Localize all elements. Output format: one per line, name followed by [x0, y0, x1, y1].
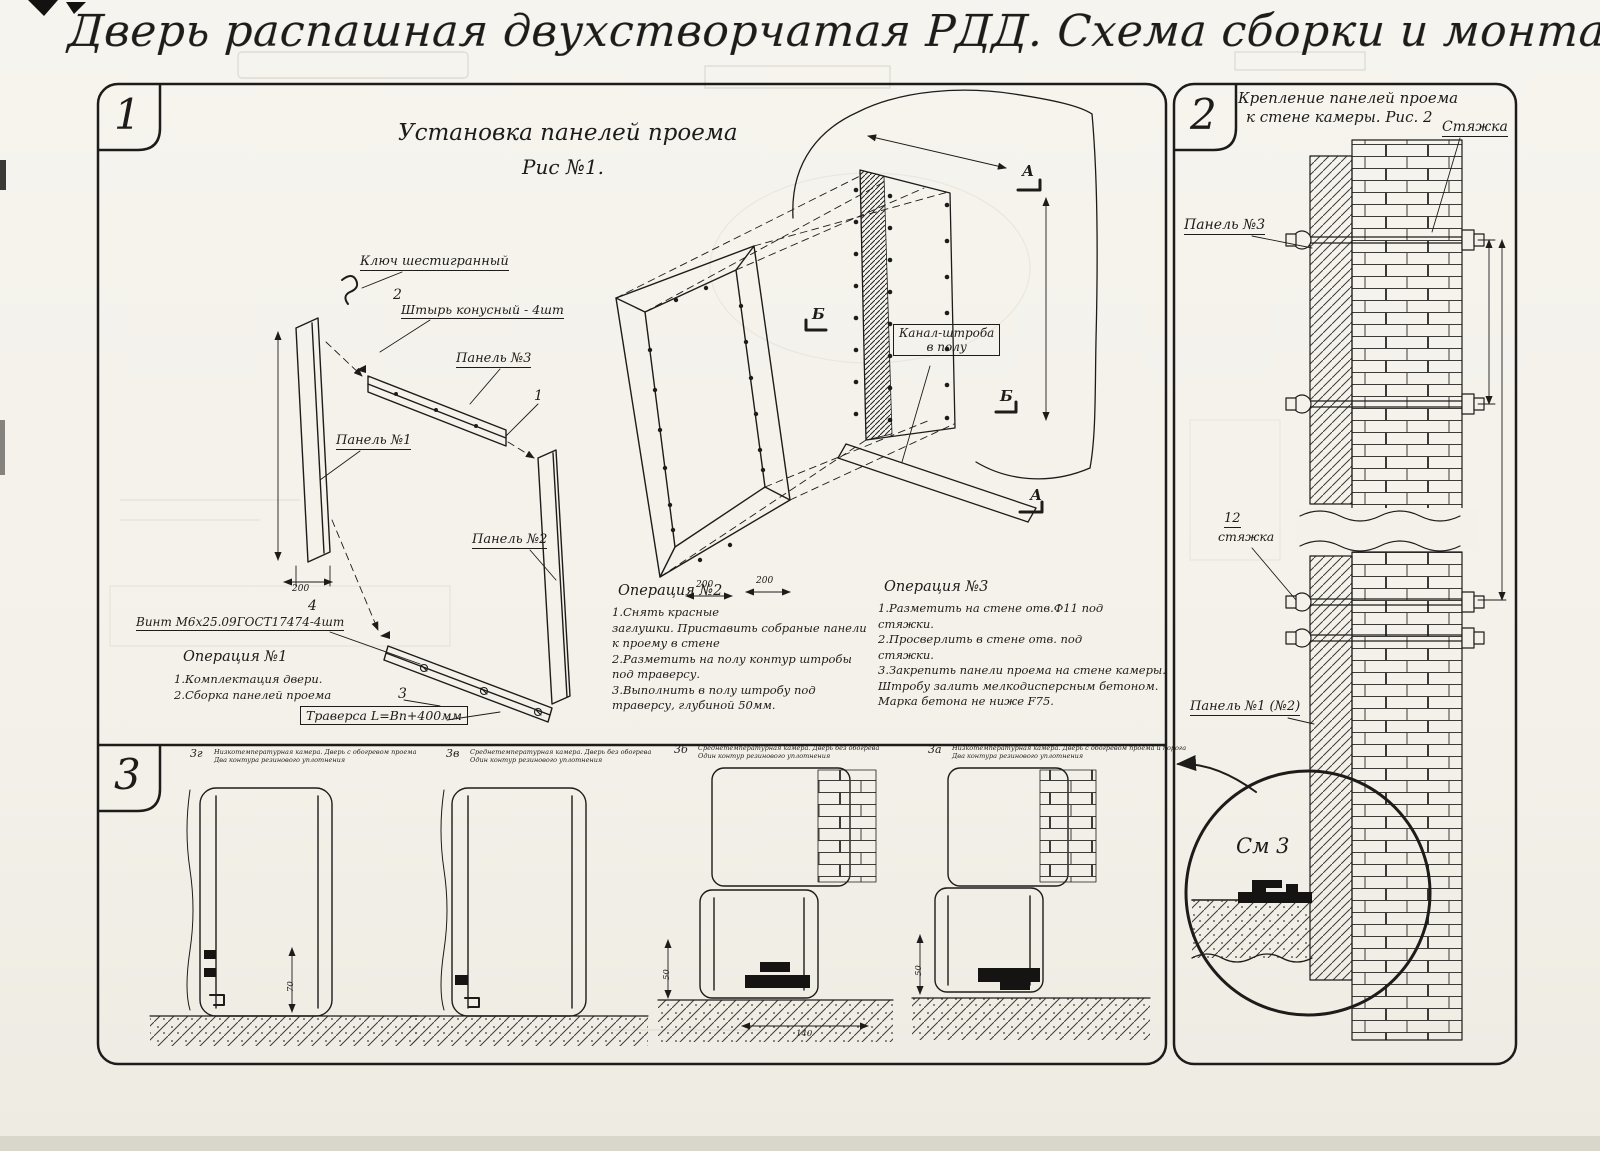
floor-channel-line1: Канал-штроба	[899, 326, 995, 340]
operation3-line: Штробу залить мелкодисперсным бетоном.	[878, 678, 1159, 693]
caption-line: Один контур резинового уплотнения	[698, 752, 831, 761]
detail-3v-id: 3в	[446, 747, 460, 760]
fig2-heading-line2: к стене камеры. Рис. 2	[1246, 108, 1433, 126]
operation3-line: стяжки.	[878, 616, 934, 631]
see-detail-3-label: См 3	[1236, 834, 1290, 858]
section-mark-a-top: А	[1022, 162, 1035, 180]
caption-line: Два контура резинового уплотнения	[952, 752, 1084, 761]
floor-channel-label: Канал-штроба в полу	[893, 324, 1001, 356]
operation2-line: 2.Разметить на полу контур штробы	[612, 651, 852, 666]
wall-hole-dots	[853, 187, 950, 423]
dim-frame-200-right: 200	[756, 576, 774, 586]
operation1-line: 2.Сборка панелей проема	[174, 687, 332, 702]
operation3-line: 1.Разметить на стене отв.Ф11 под	[878, 601, 1104, 615]
dim-panel1-200: 200	[292, 584, 310, 594]
panel1-label: Панель №1	[336, 433, 412, 450]
caption-line: Среднетемпературная камера. Дверь без об…	[698, 744, 880, 752]
panel3-item-number: 1	[534, 388, 543, 404]
fig2-heading-line1: Крепление панелей проема	[1238, 89, 1459, 107]
detail-3b-dim-h: 140	[796, 1029, 813, 1039]
operation2-line: под траверсу.	[612, 667, 701, 681]
frame-borders	[96, 82, 1518, 1066]
screw-label: Винт М6х25.09ГОСТ17474-4шт	[136, 615, 345, 631]
fig1-heading: Установка панелей проема	[398, 120, 738, 146]
operation3-line: стяжки.	[878, 647, 934, 662]
operation3-line: Марка бетона не ниже F75.	[878, 694, 1054, 708]
section-mark-b-right: Б	[1000, 387, 1013, 405]
pin-label: Штырь конусный - 4шт	[401, 302, 564, 319]
detail-3b	[657, 767, 894, 1042]
operation3-title: Операция №3	[884, 579, 989, 595]
wall-opening-drawing	[792, 89, 1098, 523]
figure3-corner-number: 3	[114, 750, 141, 799]
section-mark-b-left: Б	[812, 305, 825, 323]
exploded-view-drawing	[274, 271, 571, 723]
dim-frame-200-left: 200	[696, 580, 714, 590]
frame-hole-dots	[647, 285, 766, 563]
operation1-line: 1.Комплектация двери.	[174, 672, 323, 686]
figure2-corner-number: 2	[1190, 90, 1217, 139]
fig3-details-drawing	[149, 767, 1151, 1046]
page-title: Дверь распашная двухстворчатая РДД. Схем…	[66, 6, 1600, 57]
operation3-text: 1.Разметить на стене отв.Ф11 под стяжки.…	[878, 601, 1166, 710]
detail-3a-id: 3а	[928, 743, 942, 756]
tie-item-number: 12	[1224, 511, 1241, 528]
operation2-line: 1.Снять красные	[612, 605, 720, 619]
bleed-through	[109, 51, 1366, 1031]
traverse-item-number: 3	[398, 686, 407, 702]
tie-bolts	[1285, 229, 1485, 649]
tie-label-top: Стяжка	[1442, 119, 1508, 137]
operation2-text: 1.Снять красные заглушки. Приставить соб…	[612, 605, 867, 714]
detail-3g-id: 3г	[190, 747, 203, 760]
detail-3v-caption: Среднетемпературная камера. Дверь без об…	[470, 748, 651, 764]
operation2-line: траверсу, глубиной 50мм.	[612, 698, 776, 712]
detail-3b-dim-v: 50	[662, 969, 672, 980]
operation3-line: 3.Закрепить панели проема на стене камер…	[878, 663, 1166, 677]
pin-item-number: 2	[393, 287, 402, 303]
detail-3a-caption: Низкотемпературная камера. Дверь с обогр…	[952, 744, 1186, 760]
detail-3b-caption: Среднетемпературная камера. Дверь без об…	[698, 744, 879, 760]
caption-line: Два контура резинового уплотнения	[214, 756, 346, 765]
assembled-frame-drawing	[615, 175, 955, 600]
detail-3g	[149, 787, 419, 1046]
screw-item-number: 4	[308, 598, 317, 614]
caption-line: Низкотемпературная камера. Дверь с обогр…	[952, 744, 1187, 752]
detail-3g-dim: 70	[286, 981, 296, 992]
detail-3b-id: 3б	[674, 743, 688, 756]
operation1-title: Операция №1	[183, 649, 288, 665]
detail-3a	[911, 767, 1151, 1040]
section-mark-a-bottom: А	[1030, 486, 1043, 504]
caption-line: Среднетемпературная камера. Дверь без об…	[470, 748, 652, 756]
caption-line: Один контур резинового уплотнения	[470, 756, 603, 765]
operation2-title: Операция №2	[618, 583, 723, 599]
caption-line: Низкотемпературная камера. Дверь с обогр…	[214, 748, 417, 756]
operation1-text: 1.Комплектация двери. 2.Сборка панелей п…	[174, 672, 331, 703]
operation2-line: 3.Выполнить в полу штробу под	[612, 682, 816, 697]
figure1-corner-number: 1	[114, 90, 141, 139]
detail-3g-caption: Низкотемпературная камера. Дверь с обогр…	[214, 748, 416, 764]
floor-channel-line2: в полу	[926, 340, 967, 354]
fig1-subheading: Рис №1.	[522, 155, 604, 179]
detail-3a-dim-v: 50	[914, 965, 924, 976]
operation2-line: заглушки. Приставить собраные панели	[612, 620, 867, 635]
operation2-line: к проему в стене	[612, 636, 720, 650]
panel3-label: Панель №3	[456, 351, 532, 368]
operation3-line: 2.Просверлить в стене отв. под	[878, 632, 1083, 646]
hex-key-label: Ключ шестигранный	[360, 254, 509, 271]
detail-3v	[411, 787, 649, 1046]
traverse-label: Траверса L=Bn+400мм	[300, 706, 468, 725]
fig2-panel12-label: Панель №1 (№2)	[1190, 699, 1301, 716]
fig2-panel3-label: Панель №3	[1184, 217, 1266, 235]
panel2-label: Панель №2	[472, 532, 548, 549]
detail-circle	[1176, 755, 1432, 1017]
fig2-wall-section-drawing	[1251, 137, 1507, 1041]
tie-label: стяжка	[1218, 529, 1275, 544]
